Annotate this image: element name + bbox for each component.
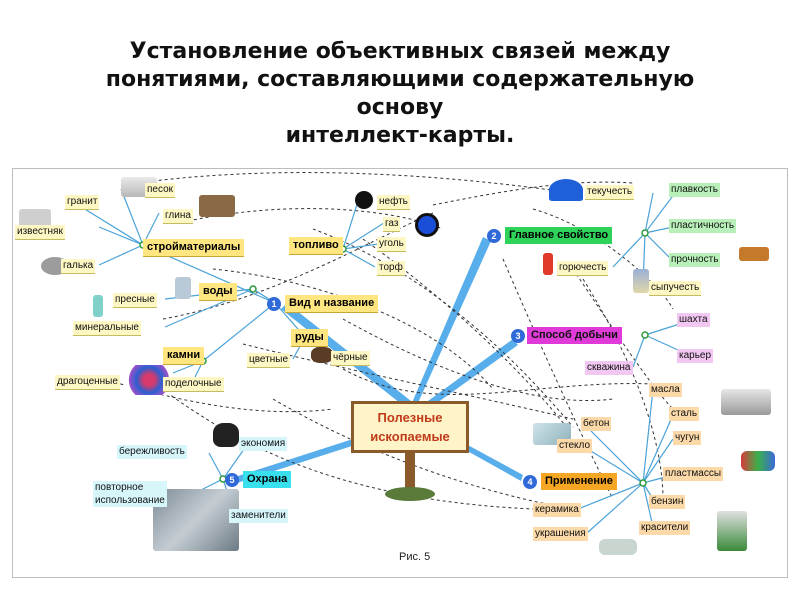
node-galka: галька <box>61 259 96 274</box>
paints-image <box>717 511 747 551</box>
title-line: понятиями, составляющими содержательную <box>105 67 695 92</box>
gas-flame-icon <box>415 213 439 237</box>
center-topic-line: Полезные <box>377 410 443 425</box>
branch-number: 5 <box>225 473 239 487</box>
node-ukrasheniya: украшения <box>533 527 588 541</box>
node-sypuchest: сыпучесть <box>649 281 702 296</box>
node-zameniteli: заменители <box>229 509 288 523</box>
node-goryuchest: горючесть <box>557 261 609 276</box>
node-kamni: камни <box>163 347 205 365</box>
node-keramika: керамика <box>533 503 581 517</box>
node-glina: глина <box>163 209 193 224</box>
branch-application: Применение <box>541 473 617 490</box>
hammer-icon <box>739 247 769 261</box>
node-pesok: песок <box>145 183 176 198</box>
node-dragotsennye: драгоценные <box>55 375 120 390</box>
node-benzin: бензин <box>649 495 686 509</box>
node-steklo: стекло <box>557 439 593 453</box>
purse-icon <box>213 423 239 447</box>
scrap-metal-image <box>153 489 239 551</box>
sign-post <box>405 453 415 499</box>
beads-image <box>599 539 637 555</box>
node-povtornoe: повторное использование <box>93 481 167 507</box>
node-tsvetnye: цветные <box>247 353 291 368</box>
node-prochnost: прочность <box>669 253 721 267</box>
branch-number: 3 <box>511 329 525 343</box>
node-gaz: газ <box>383 217 401 232</box>
node-masla: масла <box>649 383 682 397</box>
node-vody: воды <box>199 283 237 301</box>
node-karer: карьер <box>677 349 714 363</box>
node-presnye: пресные <box>113 293 157 308</box>
node-ekonomiya: экономия <box>239 437 288 451</box>
branch-number: 4 <box>523 475 537 489</box>
node-torf: торф <box>377 261 405 276</box>
title-line: интеллект-карты. <box>285 123 515 148</box>
node-berezhlivost: бережливость <box>117 445 187 459</box>
node-izvestnyak: известняк <box>15 225 65 240</box>
node-plavkost: плавкость <box>669 183 720 197</box>
node-krasiteli: красители <box>639 521 691 535</box>
branch-number: 1 <box>267 297 281 311</box>
node-beton: бетон <box>581 417 612 431</box>
plastic-image <box>741 451 775 471</box>
mind-map: 1 Вид и название стройматериалы гранит п… <box>12 168 788 578</box>
node-toplivo: топливо <box>289 237 343 255</box>
faucet-icon <box>175 277 191 299</box>
wave-icon <box>549 179 583 201</box>
grass-image <box>385 487 435 501</box>
branch-protection: Охрана <box>243 471 292 488</box>
hourglass-icon <box>633 269 649 293</box>
title-line: основу <box>356 95 444 120</box>
node-plastichnost: пластичность <box>669 219 737 233</box>
node-plastmassy: пластмассы <box>663 467 724 481</box>
node-granit: гранит <box>65 195 100 210</box>
node-tekuchest: текучесть <box>585 185 635 200</box>
node-stroymaterialy: стройматериалы <box>143 239 245 257</box>
node-ugol: уголь <box>377 237 406 252</box>
node-povtornoe-line: повторное <box>95 482 144 493</box>
node-shakhta: шахта <box>677 313 710 327</box>
clay-image <box>199 195 235 217</box>
node-mineralnye: минеральные <box>73 321 141 336</box>
center-topic-sign: Полезные ископаемые <box>351 401 469 453</box>
branch-kind-and-name: Вид и название <box>285 295 379 313</box>
bottle-icon <box>93 295 103 317</box>
node-skvazhina: скважина <box>585 361 633 375</box>
node-podelochnye: поделочные <box>163 377 224 392</box>
oil-flask-icon <box>355 191 373 209</box>
center-topic-line: ископаемые <box>370 429 450 444</box>
node-chugun: чугун <box>673 431 702 445</box>
title-line: Установление объективных связей между <box>129 39 671 64</box>
page-title: Установление объективных связей между по… <box>0 38 800 150</box>
branch-main-property: Главное свойство <box>505 227 613 244</box>
node-chernye: чёрные <box>331 351 370 366</box>
branch-extraction-method: Способ добычи <box>527 327 622 344</box>
lighter-icon <box>543 253 553 275</box>
node-rudy: руды <box>291 329 328 347</box>
ore-image <box>311 347 333 363</box>
node-neft: нефть <box>377 195 410 210</box>
node-stal: сталь <box>669 407 700 421</box>
steel-pipes-image <box>721 389 771 415</box>
figure-caption: Рис. 5 <box>399 551 431 563</box>
branch-number: 2 <box>487 229 501 243</box>
node-povtornoe-line: использование <box>95 495 165 506</box>
